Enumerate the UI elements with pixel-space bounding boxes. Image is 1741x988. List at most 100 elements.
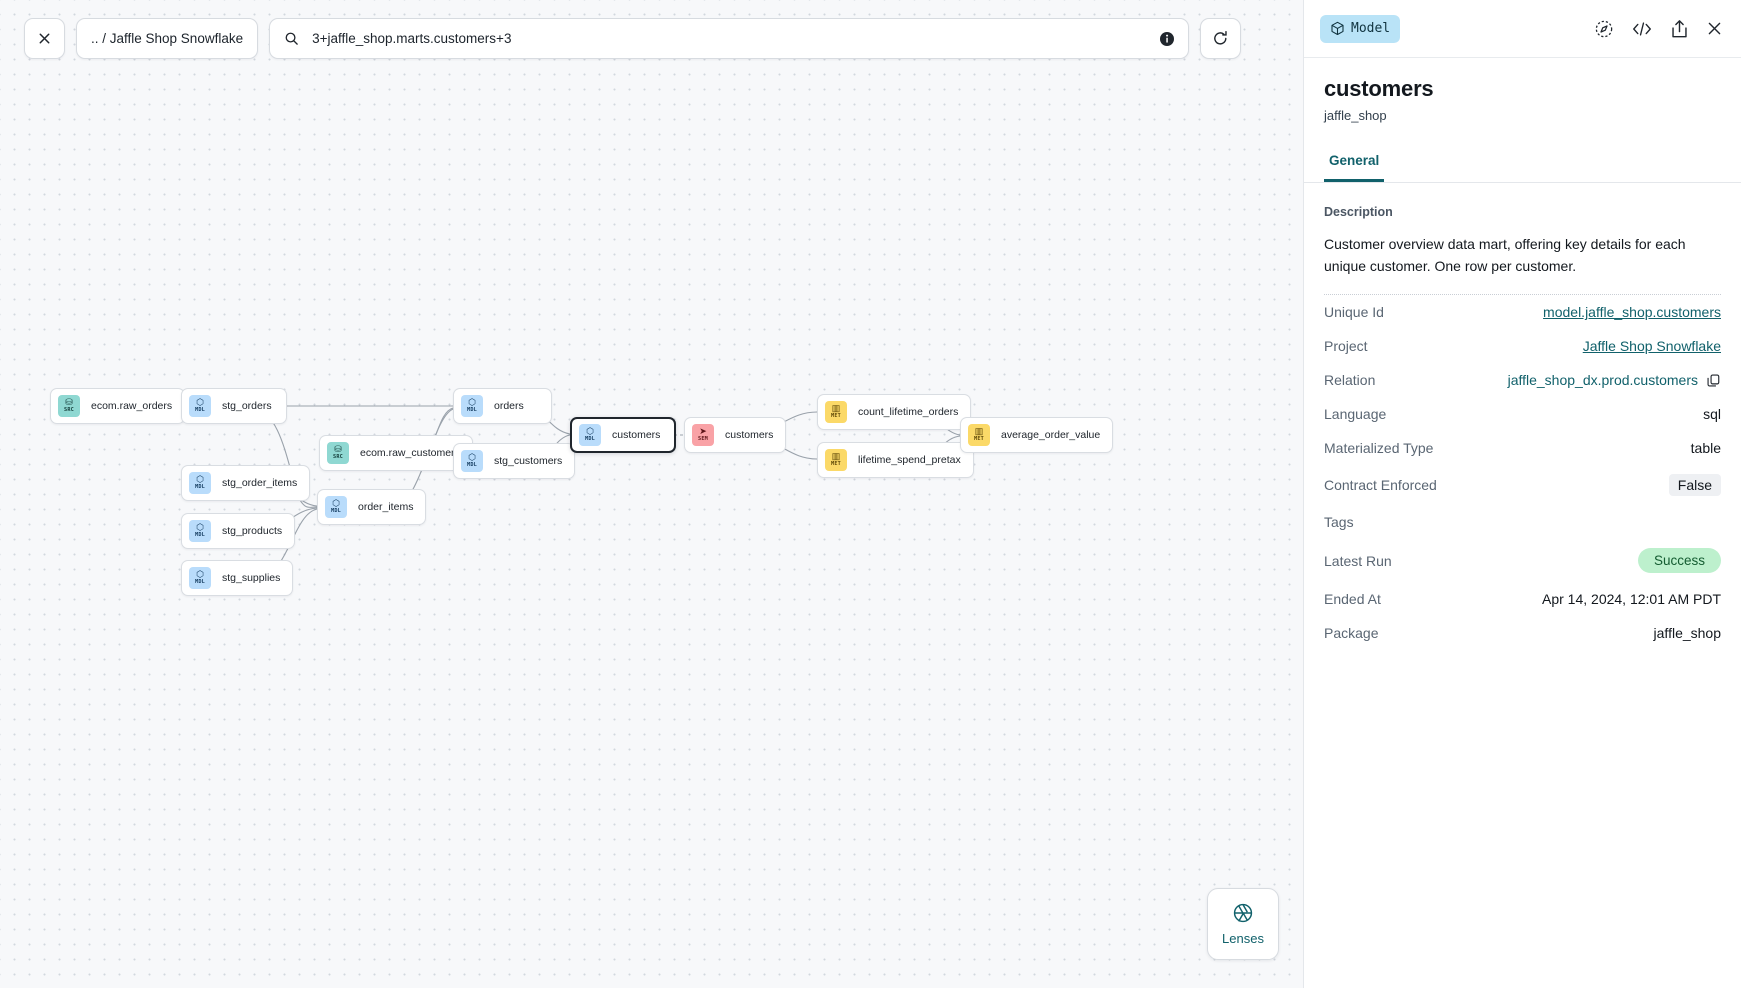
lineage-node-stg_products[interactable]: ⬡MDL stg_products [181, 513, 296, 549]
lineage-node-label: lifetime_spend_pretax [858, 454, 961, 466]
mdl-badge-icon: ⬡MDL [189, 567, 211, 589]
lineage-node-order_items[interactable]: ⬡MDL order_items [317, 489, 427, 525]
detail-row: Unique Id model.jaffle_shop.customers [1324, 295, 1721, 329]
met-badge-icon: ▥MET [825, 449, 847, 471]
details-panel: Model [1303, 0, 1741, 988]
lineage-node-label: orders [494, 400, 524, 412]
search-input[interactable] [310, 30, 1160, 47]
lineage-node-customers_semantic[interactable]: ➤SEM customers [684, 417, 787, 453]
detail-row: Language sql [1324, 397, 1721, 431]
lineage-node-label: ecom.raw_orders [91, 400, 173, 412]
panel-tabs: General [1304, 153, 1741, 183]
lineage-node-label: stg_orders [222, 400, 272, 412]
lineage-node-lifetime_spend_pretax[interactable]: ▥MET lifetime_spend_pretax [817, 442, 974, 478]
panel-toolbar: Model [1304, 0, 1741, 58]
compass-icon[interactable] [1594, 19, 1614, 39]
detail-value: Apr 14, 2024, 12:01 AM PDT [1542, 591, 1721, 607]
detail-value-text: Success [1637, 548, 1721, 573]
panel-actions [1594, 19, 1723, 39]
detail-row: Project Jaffle Shop Snowflake [1324, 329, 1721, 363]
detail-value-text: Apr 14, 2024, 12:01 AM PDT [1542, 591, 1721, 607]
mdl-badge-icon: ⬡MDL [189, 520, 211, 542]
detail-key: Relation [1324, 372, 1376, 388]
tab-general[interactable]: General [1324, 153, 1385, 182]
detail-value-text: jaffle_shop_dx.prod.customers [1507, 372, 1698, 388]
lineage-canvas[interactable]: .. / Jaffle Shop Snowflake [0, 0, 1303, 988]
search-icon [285, 32, 298, 45]
close-icon [39, 33, 50, 44]
detail-key: Tags [1324, 514, 1354, 530]
detail-value-text: model.jaffle_shop.customers [1543, 304, 1721, 320]
sem-badge-icon: ➤SEM [692, 424, 714, 446]
lineage-node-average_order_value[interactable]: ▥MET average_order_value [960, 417, 1114, 453]
panel-subtitle: jaffle_shop [1324, 108, 1387, 123]
breadcrumb[interactable]: .. / Jaffle Shop Snowflake [76, 18, 259, 59]
detail-row: Latest Run Success [1324, 539, 1721, 582]
lineage-search[interactable] [269, 18, 1190, 59]
detail-value: jaffle_shop_dx.prod.customers [1508, 372, 1721, 388]
detail-value-text: Jaffle Shop Snowflake [1582, 338, 1721, 354]
src-badge-icon: ⛁SRC [58, 395, 80, 417]
detail-key: Language [1324, 406, 1387, 422]
status-badge: Success [1637, 548, 1721, 573]
cube-icon [1331, 21, 1344, 36]
detail-key: Package [1324, 625, 1379, 641]
aperture-icon [1233, 903, 1253, 923]
detail-key: Project [1324, 338, 1368, 354]
close-icon[interactable] [1706, 20, 1723, 37]
mdl-badge-icon: ⬡MDL [189, 395, 211, 417]
detail-value: sql [1703, 406, 1721, 422]
lineage-node-stg_customers[interactable]: ⬡MDL stg_customers [453, 443, 576, 479]
code-brackets-icon[interactable] [1631, 20, 1653, 38]
page-title: customers [1324, 76, 1434, 101]
detail-value-text: sql [1703, 406, 1721, 422]
refresh-button[interactable] [1200, 18, 1242, 59]
lineage-node-label: stg_customers [494, 455, 563, 467]
close-lineage-button[interactable] [24, 18, 65, 59]
detail-row: Materialized Type table [1324, 431, 1721, 465]
detail-value-text: False [1668, 474, 1721, 496]
detail-key: Materialized Type [1324, 440, 1434, 456]
lineage-node-label: customers [612, 429, 661, 441]
panel-header: customers jaffle_shop [1304, 58, 1741, 123]
mdl-badge-icon: ⬡MDL [325, 496, 347, 518]
mdl-badge-icon: ⬡MDL [461, 395, 483, 417]
lenses-button[interactable]: Lenses [1207, 888, 1279, 960]
lineage-node-label: stg_order_items [222, 477, 298, 489]
lineage-node-label: average_order_value [1001, 429, 1101, 441]
lineage-node-customers_model[interactable]: ⬡MDL customers [570, 417, 676, 453]
description-label: Description [1324, 205, 1393, 219]
mdl-badge-icon: ⬡MDL [461, 450, 483, 472]
detail-value-text: table [1690, 440, 1721, 456]
lineage-node-label: stg_products [222, 525, 283, 537]
resource-type-label: Model [1351, 21, 1391, 36]
lineage-node-label: customers [725, 429, 774, 441]
detail-key: Unique Id [1324, 304, 1384, 320]
met-badge-icon: ▥MET [968, 424, 990, 446]
lineage-node-orders[interactable]: ⬡MDL orders [453, 388, 552, 424]
share-upload-icon[interactable] [1670, 19, 1689, 39]
detail-value[interactable]: model.jaffle_shop.customers [1543, 304, 1721, 320]
lineage-node-stg_supplies[interactable]: ⬡MDL stg_supplies [181, 560, 294, 596]
mdl-badge-icon: ⬡MDL [579, 424, 601, 446]
lineage-node-stg_orders[interactable]: ⬡MDL stg_orders [181, 388, 287, 424]
info-icon[interactable] [1159, 31, 1175, 47]
resource-type-chip[interactable]: Model [1320, 14, 1401, 43]
breadcrumb-label: .. / Jaffle Shop Snowflake [91, 31, 244, 46]
lineage-toolbar: .. / Jaffle Shop Snowflake [24, 18, 1242, 59]
detail-value[interactable]: Jaffle Shop Snowflake [1583, 338, 1721, 354]
lineage-node-label: order_items [358, 501, 414, 513]
detail-key: Latest Run [1324, 552, 1392, 569]
lineage-node-ecom_raw_orders[interactable]: ⛁SRC ecom.raw_orders [50, 388, 186, 424]
detail-row: Relation jaffle_shop_dx.prod.customers [1324, 363, 1721, 397]
copy-icon[interactable] [1706, 373, 1721, 388]
panel-body: Description Customer overview data mart,… [1304, 183, 1741, 988]
lineage-node-label: stg_supplies [222, 572, 281, 584]
